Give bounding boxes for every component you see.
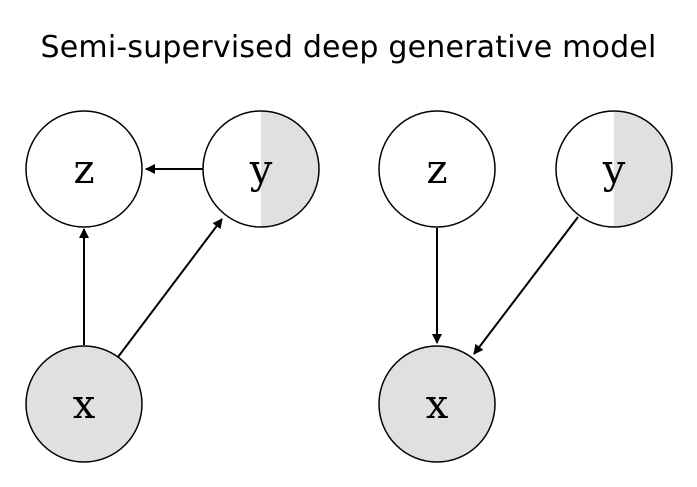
node-x-label: x — [73, 382, 96, 428]
edge-x-to-y — [117, 218, 223, 358]
diagram-title: Semi-supervised deep generative model — [40, 30, 657, 65]
node-z-label: z — [73, 147, 94, 193]
inference-model: z y x — [25, 110, 320, 463]
node-y-label: y — [602, 147, 626, 193]
node-y-label: y — [249, 147, 273, 193]
node-x: x — [378, 345, 496, 463]
node-x-label: x — [426, 382, 449, 428]
node-z-label: z — [426, 147, 447, 193]
generative-model: z y x — [378, 110, 673, 463]
node-z: z — [25, 110, 143, 228]
node-y: y — [555, 110, 673, 228]
node-z: z — [378, 110, 496, 228]
node-y: y — [202, 110, 320, 228]
edge-y-to-x — [473, 216, 579, 355]
node-x: x — [25, 345, 143, 463]
